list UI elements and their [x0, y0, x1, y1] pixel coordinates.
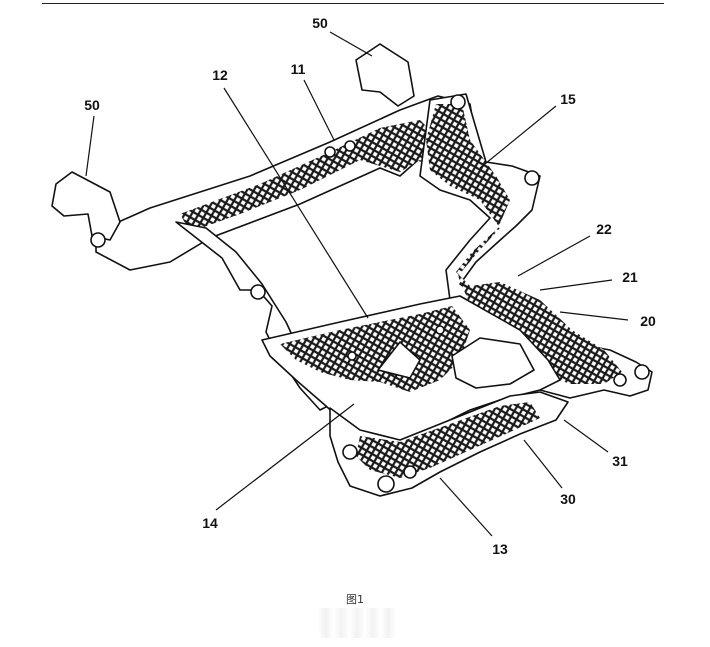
- leader-30: [523, 439, 563, 489]
- bushing-right-front-2: [613, 373, 627, 387]
- callout-22: 22: [596, 221, 612, 237]
- bushing-right-rear: [450, 94, 466, 110]
- callout-13: 13: [492, 541, 508, 557]
- left-mount-bracket: [51, 171, 121, 241]
- callout-50-right: 50: [312, 15, 328, 31]
- bushing-front-center: [403, 465, 417, 479]
- leader-14: [215, 403, 355, 511]
- bushing-left-mid: [250, 284, 266, 300]
- callouts: 50 50 12 11 15 22 21 20 31 30 13 14: [84, 15, 656, 557]
- callout-21: 21: [622, 269, 638, 285]
- front-center-opening: [377, 341, 421, 379]
- hole-front-1: [347, 351, 357, 361]
- callout-31: 31: [612, 453, 628, 469]
- callout-20: 20: [640, 313, 656, 329]
- bushing-right-mid: [524, 170, 540, 186]
- callout-11: 11: [291, 61, 306, 77]
- leader-11: [303, 79, 335, 141]
- callout-15: 15: [560, 91, 576, 107]
- watermark-fade: [318, 608, 396, 638]
- front-cross-member-mesh: [280, 306, 470, 392]
- callout-50-left: 50: [84, 97, 100, 113]
- leader-21: [539, 279, 613, 291]
- leader-50a: [85, 115, 95, 177]
- rear-cross-member-mesh: [180, 120, 470, 232]
- front-lower-beam-mesh: [356, 402, 540, 478]
- hole-rear-2: [344, 140, 356, 152]
- leader-15: [479, 105, 557, 169]
- leader-50b: [329, 31, 373, 57]
- callout-12: 12: [212, 67, 228, 83]
- bushing-front-left: [342, 444, 358, 460]
- bushing-right-front: [634, 364, 650, 380]
- top-rule: [42, 3, 664, 4]
- leader-31: [563, 419, 609, 453]
- leader-20: [559, 311, 629, 321]
- right-rail-mesh: [426, 104, 622, 384]
- hole-front-2: [435, 325, 445, 335]
- leader-13: [439, 477, 493, 537]
- callout-14: 14: [202, 515, 218, 531]
- subframe-structure: [51, 43, 653, 497]
- leader-lines: [85, 31, 629, 537]
- hole-rear-1: [324, 146, 336, 158]
- leader-22: [517, 235, 591, 277]
- callout-30: 30: [560, 491, 576, 507]
- bushing-left-rear: [90, 232, 106, 248]
- figure-caption: 图1: [346, 593, 364, 606]
- right-mount-bracket: [355, 43, 415, 107]
- bushing-front-left-2: [377, 475, 395, 493]
- leader-12: [223, 87, 369, 319]
- right-opening: [451, 337, 535, 389]
